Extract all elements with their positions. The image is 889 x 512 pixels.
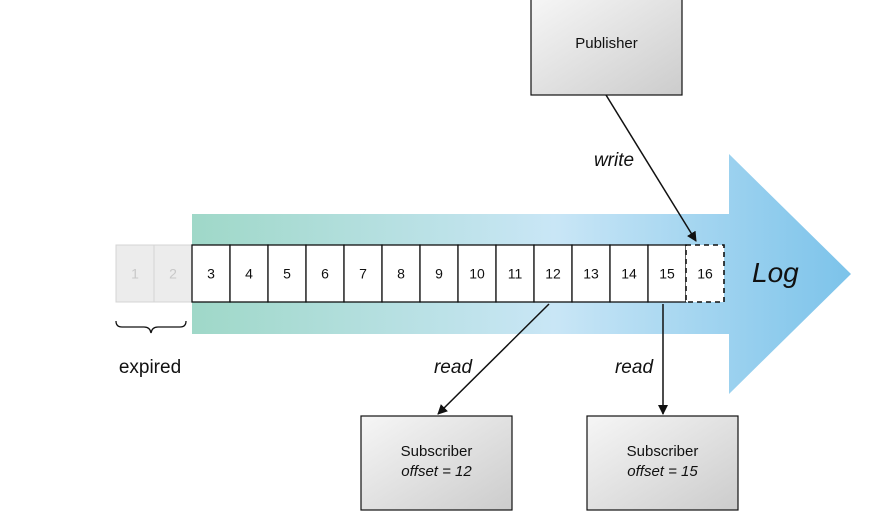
log-cell — [457, 244, 497, 303]
log-cell-number: 11 — [508, 266, 523, 282]
expired-label: expired — [119, 357, 181, 378]
write-label: write — [594, 150, 634, 171]
publisher-box: Publisher — [530, 0, 683, 96]
log-cell — [305, 244, 345, 303]
read-edge-1 — [437, 303, 550, 415]
log-cell-pending — [685, 244, 725, 303]
log-cell-number: 8 — [397, 266, 405, 282]
log-cell-number: 10 — [469, 266, 485, 282]
log-cell — [495, 244, 535, 303]
subscriber-box-1: Subscriber offset = 12 — [360, 415, 513, 511]
write-edge — [605, 94, 697, 242]
log-cell — [609, 244, 649, 303]
log-cell — [533, 244, 573, 303]
log-cell-number: 3 — [207, 266, 215, 282]
subscriber-2-offset: offset = 15 — [627, 463, 698, 480]
read-label-2: read — [615, 357, 654, 378]
log-cell — [647, 244, 687, 303]
log-cell-expired — [153, 244, 193, 303]
log-cell-number: 12 — [545, 266, 561, 282]
log-cell-number: 9 — [435, 266, 443, 282]
log-cell-number: 6 — [321, 266, 329, 282]
log-cell-number: 2 — [169, 266, 177, 282]
log-cell — [571, 244, 611, 303]
log-cell-number: 15 — [659, 266, 675, 282]
log-cell — [343, 244, 383, 303]
log-cell-number: 4 — [245, 266, 253, 282]
read-label-1: read — [434, 357, 473, 378]
log-cell — [267, 244, 307, 303]
log-cell-number: 14 — [621, 266, 637, 282]
subscriber-1-offset: offset = 12 — [401, 463, 472, 480]
log-cell — [419, 244, 459, 303]
log-cell-number: 13 — [583, 266, 599, 282]
log-cell-number: 7 — [359, 266, 367, 282]
expired-brace — [115, 320, 187, 334]
subscriber-box-2: Subscriber offset = 15 — [586, 415, 739, 511]
log-cell-number: 1 — [131, 266, 139, 282]
log-label: Log — [752, 257, 799, 288]
subscriber-1-label: Subscriber — [401, 443, 473, 460]
publisher-label: Publisher — [575, 35, 638, 52]
log-cell-number: 16 — [697, 266, 713, 282]
log-cell — [381, 244, 421, 303]
subscriber-2-label: Subscriber — [627, 443, 699, 460]
log-cell-number: 5 — [283, 266, 291, 282]
